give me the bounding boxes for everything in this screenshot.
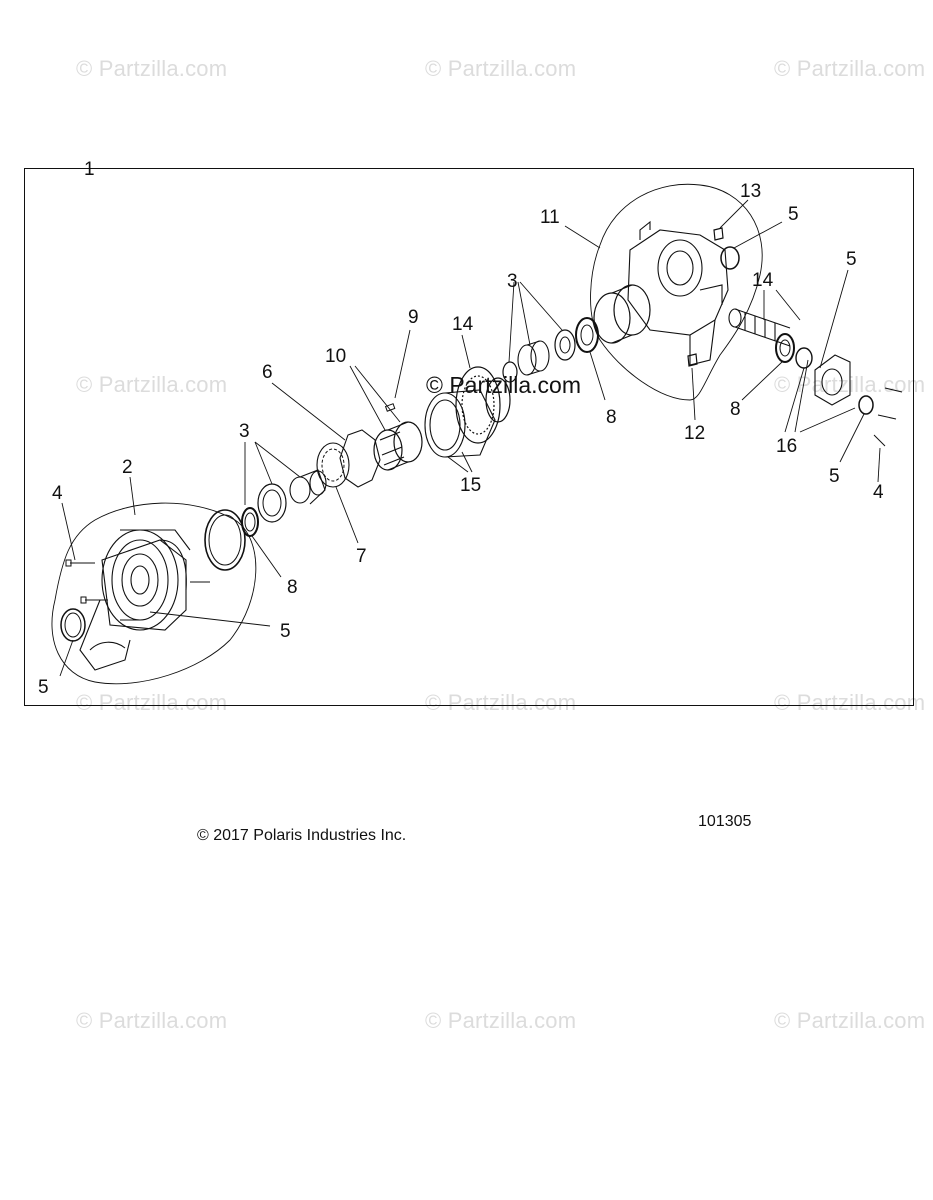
callout-5-right-top: 5 <box>846 249 857 270</box>
callout-14-right: 14 <box>752 270 774 291</box>
callout-16: 16 <box>776 436 798 457</box>
plug-12 <box>687 353 698 367</box>
gear-hub <box>289 469 327 505</box>
bearing-collar <box>517 340 550 376</box>
sleeve <box>593 284 651 344</box>
copyright-text: © 2017 Polaris Industries Inc. <box>197 827 407 844</box>
callout-6: 6 <box>262 362 273 383</box>
callout-5-left: 5 <box>280 621 291 642</box>
callout-12: 12 <box>684 423 706 444</box>
callout-8-left: 8 <box>287 577 298 598</box>
breather-13 <box>713 227 724 241</box>
callout-4-right: 4 <box>873 482 884 503</box>
gear-center <box>455 366 511 444</box>
seal-upper-right <box>720 246 740 270</box>
callout-5-left-bottom: 5 <box>38 677 49 698</box>
bearing-center <box>575 317 599 353</box>
callout-10: 10 <box>325 346 347 367</box>
callout-8-center: 8 <box>606 407 617 428</box>
oring-16 <box>795 347 813 369</box>
callout-4-left: 4 <box>52 483 63 504</box>
callout-5-right-bottom: 5 <box>829 466 840 487</box>
bolts-right <box>873 387 903 447</box>
drum-15 <box>424 389 496 458</box>
cover-right <box>814 354 851 406</box>
roller-cage <box>373 421 423 471</box>
callout-9: 9 <box>408 307 419 328</box>
plate-6 <box>339 429 381 488</box>
watermark: © Partzilla.com <box>76 56 228 81</box>
watermark: © Partzilla.com <box>774 1008 926 1033</box>
callout-3-left: 3 <box>239 421 250 442</box>
watermark: © Partzilla.com <box>425 1008 577 1033</box>
diagram-frame <box>24 168 914 706</box>
ring-large <box>204 509 246 571</box>
watermark: © Partzilla.com <box>76 690 228 715</box>
output-shaft <box>728 308 791 347</box>
spring-9 <box>384 403 396 412</box>
center-watermark: © Partzilla.com <box>426 372 581 398</box>
housing-right-group-outline <box>590 183 763 401</box>
bearing-right <box>775 333 795 363</box>
housing-right <box>627 220 729 366</box>
callout-8-right: 8 <box>730 399 741 420</box>
diagram-number: 101305 <box>698 813 752 830</box>
bushing-3 <box>502 361 518 383</box>
callout-14-center: 14 <box>452 314 474 335</box>
watermark: © Partzilla.com <box>774 690 926 715</box>
washer-3 <box>554 329 576 361</box>
bearing-left <box>241 507 259 537</box>
housing-left-group-outline <box>51 502 257 685</box>
bolts-left <box>65 559 210 621</box>
watermark: © Partzilla.com <box>76 372 228 397</box>
callout-2: 2 <box>122 457 133 478</box>
callout-7: 7 <box>356 546 367 567</box>
callout-13: 13 <box>740 181 762 202</box>
watermark: © Partzilla.com <box>425 690 577 715</box>
callout-5-upper-right: 5 <box>788 204 799 225</box>
watermark: © Partzilla.com <box>774 56 926 81</box>
callout-3-center: 3 <box>507 271 518 292</box>
seal-right-small <box>858 395 874 415</box>
plate-7 <box>316 442 350 488</box>
callout-15: 15 <box>460 475 482 496</box>
callout-11: 11 <box>540 207 560 228</box>
callout-1: 1 <box>84 159 95 180</box>
leader-lines <box>59 168 881 677</box>
watermark: © Partzilla.com <box>76 1008 228 1033</box>
watermark: © Partzilla.com <box>425 56 577 81</box>
